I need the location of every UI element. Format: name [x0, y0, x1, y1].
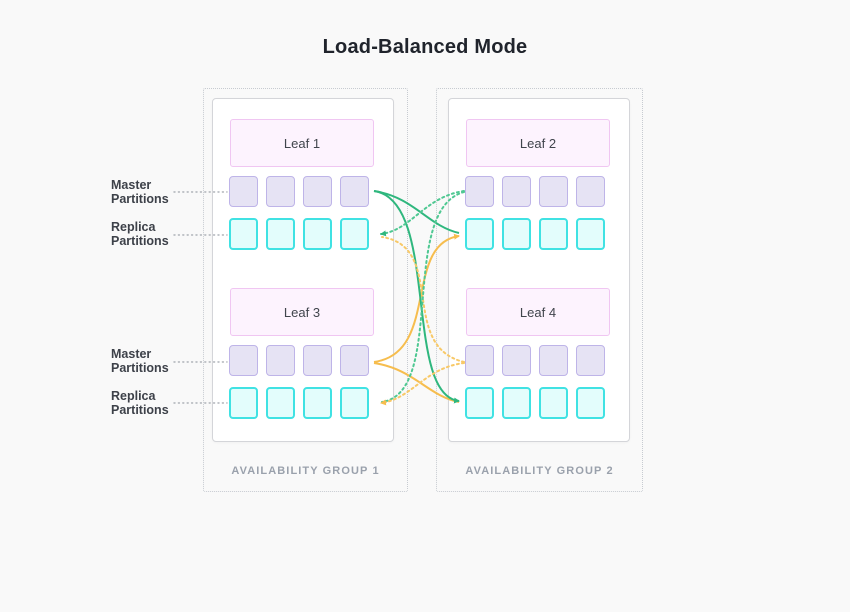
- master-partition: [576, 176, 605, 207]
- master-partition: [465, 345, 494, 376]
- master-partition: [303, 345, 332, 376]
- leaf-1-master-partition-row: [229, 176, 369, 207]
- replica-partition: [539, 387, 568, 419]
- replica-partition: [303, 218, 332, 250]
- replica-partition: [576, 387, 605, 419]
- leaf-1-replica-partition-row: [229, 218, 369, 250]
- master-partition: [465, 176, 494, 207]
- leaf-card-group-1: Leaf 1 Leaf 3: [212, 98, 394, 442]
- replica-partitions-label-top: Replica Partitions: [111, 220, 169, 248]
- replica-partition: [266, 387, 295, 419]
- availability-group-2-label: AVAILABILITY GROUP 2: [465, 465, 614, 477]
- replica-partition: [229, 387, 258, 419]
- replica-partition: [465, 387, 494, 419]
- replica-partition: [576, 218, 605, 250]
- master-partition: [229, 345, 258, 376]
- master-partition: [303, 176, 332, 207]
- leaf-4-box: Leaf 4: [466, 288, 610, 336]
- replica-partition: [266, 218, 295, 250]
- leaf-2-master-partition-row: [465, 176, 605, 207]
- master-partition: [340, 345, 369, 376]
- leaf-3-box: Leaf 3: [230, 288, 374, 336]
- master-partition: [229, 176, 258, 207]
- availability-group-1-label: AVAILABILITY GROUP 1: [231, 465, 380, 477]
- replica-partition: [539, 218, 568, 250]
- master-partitions-label-bottom: Master Partitions: [111, 347, 169, 375]
- master-partition: [539, 176, 568, 207]
- leaf-3-label: Leaf 3: [283, 304, 321, 320]
- master-partitions-label-top: Master Partitions: [111, 178, 169, 206]
- replica-partition: [229, 218, 258, 250]
- leaf-2-replica-partition-row: [465, 218, 605, 250]
- master-partition: [539, 345, 568, 376]
- master-partition: [266, 345, 295, 376]
- master-partition: [576, 345, 605, 376]
- replica-partition: [502, 218, 531, 250]
- replica-partitions-label-bottom: Replica Partitions: [111, 389, 169, 417]
- master-partition: [340, 176, 369, 207]
- replica-partition: [340, 387, 369, 419]
- leaf-1-label: Leaf 1: [283, 135, 321, 151]
- replica-partition: [465, 218, 494, 250]
- leaf-3-master-partition-row: [229, 345, 369, 376]
- leaf-2-label: Leaf 2: [519, 135, 557, 151]
- diagram-title: Load-Balanced Mode: [322, 36, 528, 58]
- leaf-1-box: Leaf 1: [230, 119, 374, 167]
- master-partition: [502, 176, 531, 207]
- leaf-card-group-2: Leaf 2 Leaf 4: [448, 98, 630, 442]
- leaf-3-replica-partition-row: [229, 387, 369, 419]
- leaf-4-master-partition-row: [465, 345, 605, 376]
- replica-partition: [340, 218, 369, 250]
- leaf-2-box: Leaf 2: [466, 119, 610, 167]
- master-partition: [266, 176, 295, 207]
- master-partition: [502, 345, 531, 376]
- replica-partition: [502, 387, 531, 419]
- leaf-4-label: Leaf 4: [519, 304, 557, 320]
- leaf-4-replica-partition-row: [465, 387, 605, 419]
- replica-partition: [303, 387, 332, 419]
